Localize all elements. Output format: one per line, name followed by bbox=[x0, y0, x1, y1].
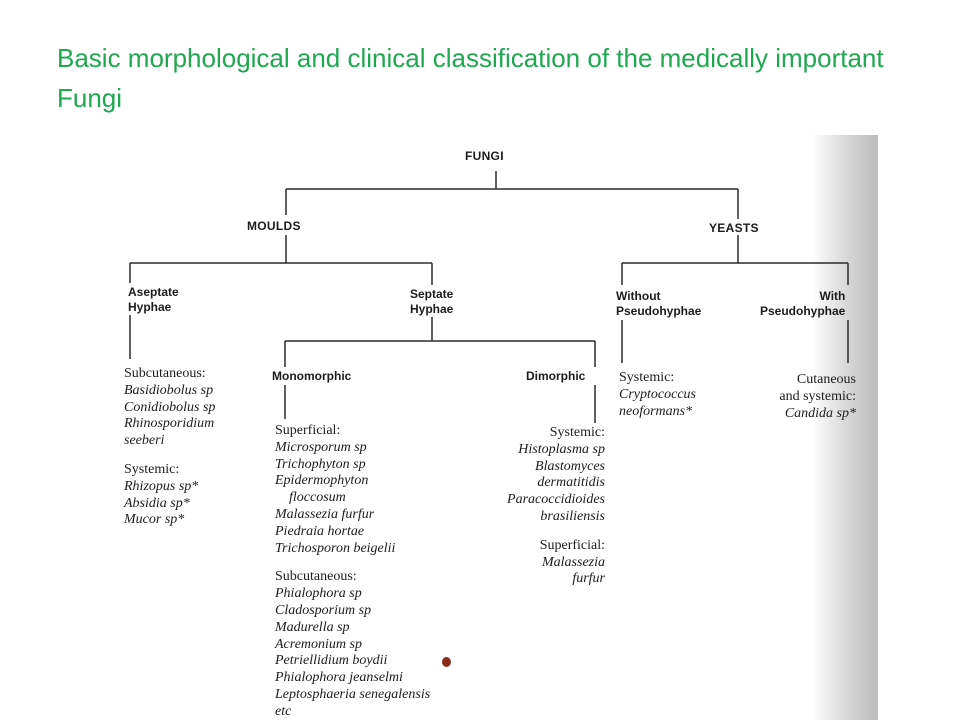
with-pseudohyphae-species-list: Cutaneous and systemic: Candida sp* bbox=[732, 372, 856, 422]
species-item: dermatitidis bbox=[537, 475, 605, 491]
species-item: Histoplasma sp bbox=[518, 441, 605, 457]
species-item: Phialophora jeanselmi bbox=[275, 670, 403, 686]
species-item: neoformans* bbox=[619, 403, 693, 419]
node-septate-hyphae: Septate Hyphae bbox=[410, 287, 454, 316]
node-with-pseudohyphae: With Pseudohyphae bbox=[760, 289, 846, 318]
species-item: Epidermophyton bbox=[275, 473, 369, 489]
species-item: Conidiobolus sp bbox=[124, 399, 216, 415]
species-item: Cladosporium sp bbox=[275, 602, 372, 618]
page-edge-shadow bbox=[812, 135, 878, 720]
dimorphic-superficial-heading: Superficial: bbox=[539, 537, 605, 553]
species-item: Cryptococcus bbox=[619, 386, 696, 402]
monomorphic-subcutaneous-heading: Subcutaneous: bbox=[275, 569, 357, 585]
monomorphic-superficial-heading: Superficial: bbox=[275, 423, 341, 438]
species-item: floccosum bbox=[289, 490, 346, 506]
species-item: seeberi bbox=[124, 433, 165, 449]
species-item: Blastomyces bbox=[535, 458, 605, 474]
node-without-pseudohyphae: Without Pseudohyphae bbox=[616, 289, 702, 318]
monomorphic-species-list: Superficial: Microsporum sp Trichophyton… bbox=[275, 423, 430, 720]
species-item: Piedraia hortae bbox=[275, 523, 365, 539]
species-item: Malassezia bbox=[542, 554, 605, 570]
without-pseudohyphae-species-list: Systemic: Cryptococcus neoformans* bbox=[619, 370, 696, 420]
species-item: Phialophora sp bbox=[275, 586, 362, 602]
dimorphic-species-list: Systemic: Histoplasma sp Blastomyces der… bbox=[485, 425, 605, 588]
tree-connectors bbox=[129, 171, 849, 423]
species-item: Madurella sp bbox=[275, 619, 350, 635]
species-item: Candida sp* bbox=[784, 405, 856, 421]
aseptate-subcutaneous-heading: Subcutaneous: bbox=[124, 366, 206, 381]
slide-title: Basic morphological and clinical classif… bbox=[57, 43, 884, 113]
species-item: Trichosporon beigelii bbox=[275, 540, 396, 556]
species-item: Rhizopus sp* bbox=[124, 478, 199, 494]
species-item: Leptosphaeria senegalensis bbox=[275, 686, 431, 702]
scanned-diagram: FUNGI MOULDS YEASTS Aseptate Hyphae Sept… bbox=[112, 135, 878, 720]
without-systemic-heading: Systemic: bbox=[619, 370, 675, 385]
aseptate-species-list: Subcutaneous: Basidiobolus sp Conidiobol… bbox=[124, 366, 215, 529]
with-cutaneous-systemic-heading: Cutaneous and systemic: bbox=[779, 372, 856, 404]
species-item: Malassezia furfur bbox=[275, 506, 375, 522]
species-item: Acremonium sp bbox=[275, 636, 362, 652]
species-item: Mucor sp* bbox=[124, 512, 185, 528]
species-item: furfur bbox=[572, 571, 605, 587]
species-item: Trichophyton sp bbox=[275, 456, 366, 472]
species-item: Rhinosporidium bbox=[124, 416, 215, 432]
dimorphic-systemic-heading: Systemic: bbox=[549, 425, 605, 440]
species-item: Microsporum sp bbox=[275, 439, 367, 455]
node-aseptate-hyphae: Aseptate Hyphae bbox=[128, 285, 179, 314]
node-fungi: FUNGI bbox=[465, 149, 504, 163]
node-moulds: MOULDS bbox=[247, 219, 301, 233]
species-item: etc bbox=[275, 703, 292, 719]
species-item: brasiliensis bbox=[540, 508, 605, 524]
scan-mark bbox=[442, 657, 451, 667]
species-item: Petriellidium boydii bbox=[275, 653, 388, 669]
node-yeasts: YEASTS bbox=[709, 221, 759, 235]
aseptate-systemic-heading: Systemic: bbox=[124, 461, 180, 477]
node-monomorphic: Monomorphic bbox=[272, 369, 352, 383]
species-item: Absidia sp* bbox=[124, 495, 190, 511]
species-item: Basidiobolus sp bbox=[124, 382, 214, 398]
species-item: Paracoccidioides bbox=[507, 492, 605, 508]
node-dimorphic: Dimorphic bbox=[526, 369, 586, 383]
